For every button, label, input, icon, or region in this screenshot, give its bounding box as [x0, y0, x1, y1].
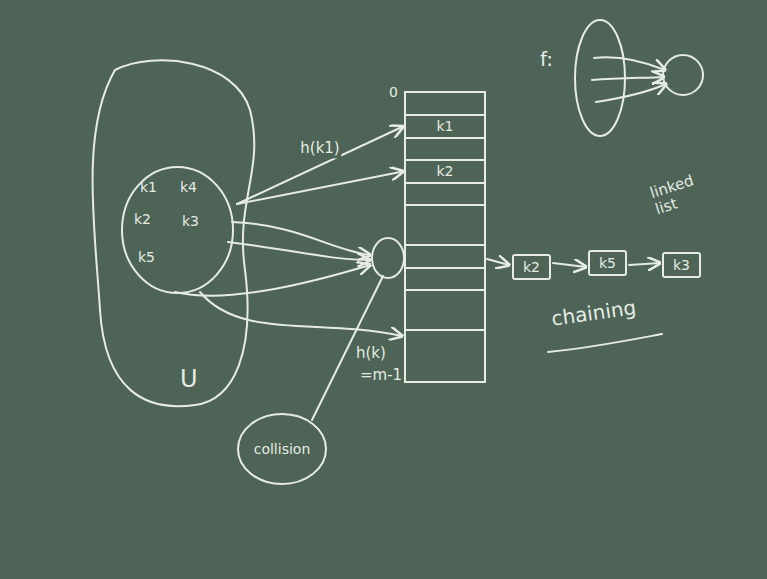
list-cell: k2: [512, 254, 551, 280]
edge-label: h(k1): [298, 141, 341, 158]
list-cell: k3: [662, 252, 701, 278]
node-text: k2: [523, 259, 540, 275]
hash-arrow: [232, 222, 370, 255]
collision-callout: collision: [236, 412, 328, 486]
table-slot: k1: [405, 115, 485, 138]
node-text: k3: [673, 257, 690, 273]
collision-mark: [372, 238, 404, 278]
universe-set: Uk1 k4 k2 k3 k5: [85, 50, 265, 415]
outline: [238, 414, 326, 484]
node-text: collision: [254, 441, 311, 457]
hash-arrow: [175, 265, 370, 296]
node-text: k1: [436, 118, 453, 134]
outline: [93, 60, 255, 406]
hash-note: h(k): [356, 345, 386, 362]
hash-arrow: [237, 172, 403, 205]
node-text: k2: [436, 163, 453, 179]
hash-arrow: [237, 127, 403, 205]
key-text: k1: [140, 179, 157, 195]
key-text: k3: [182, 213, 199, 229]
hash-note: =m-1: [360, 367, 402, 384]
table-slot: k2: [405, 160, 485, 183]
slot-index: 0: [389, 84, 398, 100]
universe-outline: [85, 50, 265, 415]
map-arrow: [596, 84, 666, 102]
node-text: k5: [599, 255, 616, 271]
key-text: U: [180, 366, 198, 394]
chain-pointer: [487, 259, 509, 265]
range-set: [663, 55, 703, 95]
hash-arrow: [228, 242, 370, 260]
map-arrow: [592, 77, 664, 80]
outline: [122, 167, 233, 293]
key-text: k5: [138, 249, 155, 265]
hash-table: [405, 92, 485, 382]
note: chaining: [550, 296, 637, 331]
table-rows: [405, 115, 485, 330]
underline: [548, 334, 662, 352]
function-label: f:: [540, 48, 553, 71]
set-outline: [120, 165, 235, 295]
hash-arrow: [629, 263, 660, 265]
key-set: k1 k4 k2 k3 k5: [120, 165, 235, 295]
note: linked list: [648, 164, 725, 218]
key-text: k2: [134, 211, 151, 227]
hash-arrow: [553, 263, 586, 267]
list-cell: k5: [588, 250, 627, 276]
map-arrow: [594, 57, 665, 70]
key-text: k4: [180, 179, 197, 195]
